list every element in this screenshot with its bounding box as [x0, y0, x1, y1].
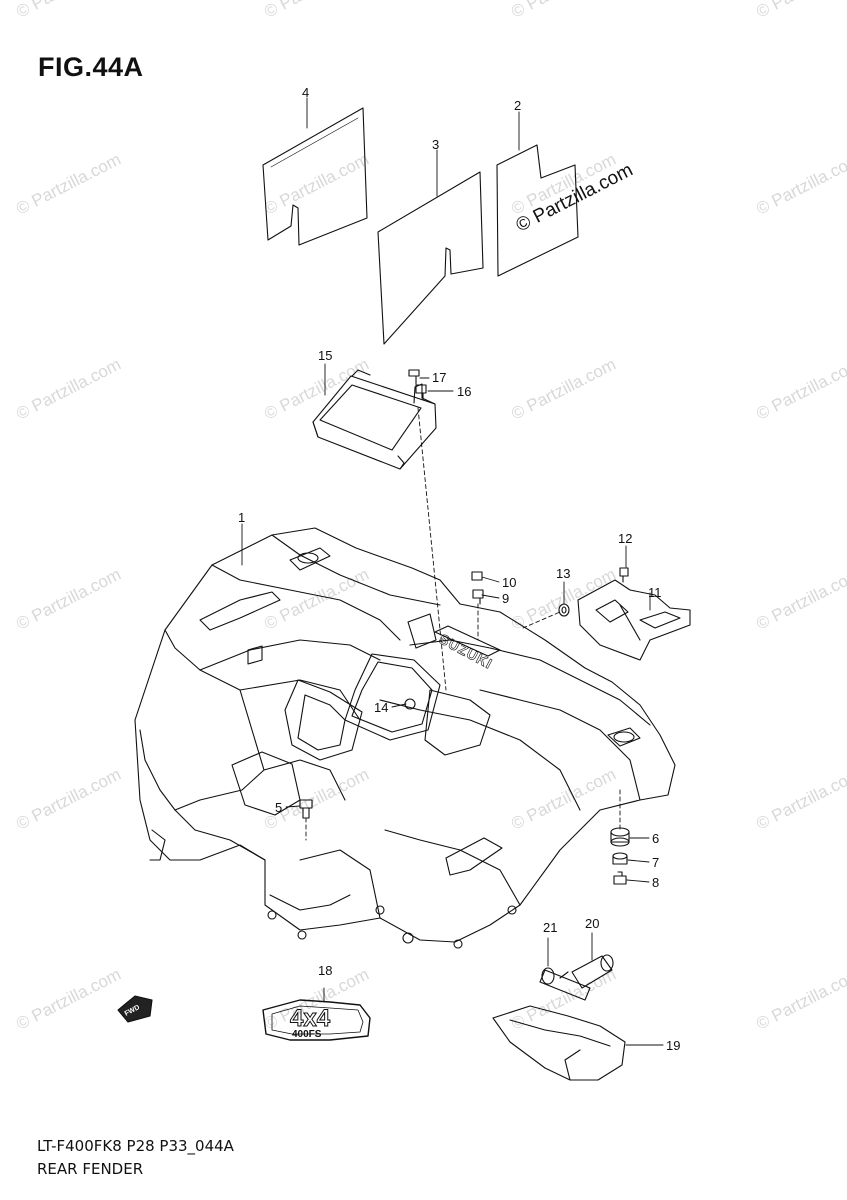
- part-4-decal-sheet: [262, 107, 368, 246]
- tool-21: [539, 967, 591, 1001]
- watermark-text: © Partzilla.com: [13, 355, 124, 424]
- watermark-text: © Partzilla.com: [753, 0, 847, 22]
- watermark-text: © Partzilla.com: [753, 565, 847, 634]
- part-11-bracket: [577, 579, 691, 661]
- part-label-8: 8: [652, 875, 659, 890]
- part-label-10: 10: [502, 575, 516, 590]
- model-code: LT-F400FK8 P28 P33_044A: [37, 1137, 234, 1155]
- watermark-text: © Partzilla.com: [753, 150, 847, 219]
- figure-title: FIG.44A: [38, 52, 144, 82]
- part-label-6: 6: [652, 831, 659, 846]
- decal-18-4x4: [262, 999, 371, 1041]
- watermark-text: © Partzilla.com: [261, 0, 372, 22]
- watermark-text: © Partzilla.com: [13, 0, 124, 22]
- part-label-1: 1: [238, 510, 245, 525]
- watermark-text: © Partzilla.com: [753, 965, 847, 1034]
- part-label-12: 12: [618, 531, 632, 546]
- part-label-21: 21: [543, 920, 557, 935]
- decal-18-sub-text: 400FS: [292, 1029, 322, 1040]
- part-label-9: 9: [502, 591, 509, 606]
- part-label-17: 17: [432, 370, 446, 385]
- screw-16: [415, 384, 427, 401]
- part-label-11: 11: [648, 585, 662, 600]
- watermark-layer: © Partzilla.com © Partzilla.com © Partzill…: [13, 0, 847, 1034]
- watermark-text: © Partzilla.com: [261, 355, 372, 424]
- bolt-5: [299, 799, 313, 819]
- part-label-19: 19: [666, 1038, 680, 1053]
- part-2-decal-sheet: [496, 144, 579, 277]
- part-label-15: 15: [318, 348, 332, 363]
- part-3-decal-sheet: [377, 171, 484, 345]
- fwd-arrow-icon: [117, 995, 153, 1023]
- part-label-14: 14: [374, 700, 388, 715]
- watermark-text: © Partzilla.com: [508, 355, 619, 424]
- part-label-4: 4: [302, 85, 309, 100]
- tool-bag-19: [492, 1005, 626, 1081]
- part-label-16: 16: [457, 384, 471, 399]
- grommet-6: [610, 827, 630, 847]
- screw-17: [408, 369, 420, 385]
- tool-20: [571, 954, 614, 989]
- leader-lines: [241, 97, 664, 1046]
- part-label-3: 3: [432, 137, 439, 152]
- watermark-text: © Partzilla.com: [753, 355, 847, 424]
- part-1-rear-fender: [134, 527, 676, 949]
- watermark-text: © Partzilla.com: [13, 965, 124, 1034]
- section-name: REAR FENDER: [37, 1160, 144, 1178]
- part-label-7: 7: [652, 855, 659, 870]
- watermark-text: © Partzilla.com: [508, 0, 619, 22]
- brand-embossing-text: SUZUKI: [437, 631, 496, 672]
- screw-9: [472, 589, 484, 605]
- watermark-text: © Partzilla.com: [753, 765, 847, 834]
- bolt-8: [613, 871, 627, 885]
- part-label-5: 5: [275, 800, 282, 815]
- screw-12: [619, 567, 629, 583]
- part-15-storage-tray: [312, 369, 437, 470]
- watermark-text: © Partzilla.com: [13, 565, 124, 634]
- part-label-20: 20: [585, 916, 599, 931]
- part-label-2: 2: [514, 98, 521, 113]
- watermark-text: © Partzilla.com: [13, 150, 124, 219]
- collar-7: [612, 852, 628, 865]
- screw-10: [471, 571, 483, 581]
- watermark-text: © Partzilla.com: [261, 565, 372, 634]
- watermark-text: © Partzilla.com: [13, 765, 124, 834]
- decal-18-main-text: 4x4: [290, 1005, 331, 1032]
- part-label-18: 18: [318, 963, 332, 978]
- watermark-text: © Partzilla.com: [508, 765, 619, 834]
- part-label-13: 13: [556, 566, 570, 581]
- watermark-text: © Partzilla.com: [261, 150, 372, 219]
